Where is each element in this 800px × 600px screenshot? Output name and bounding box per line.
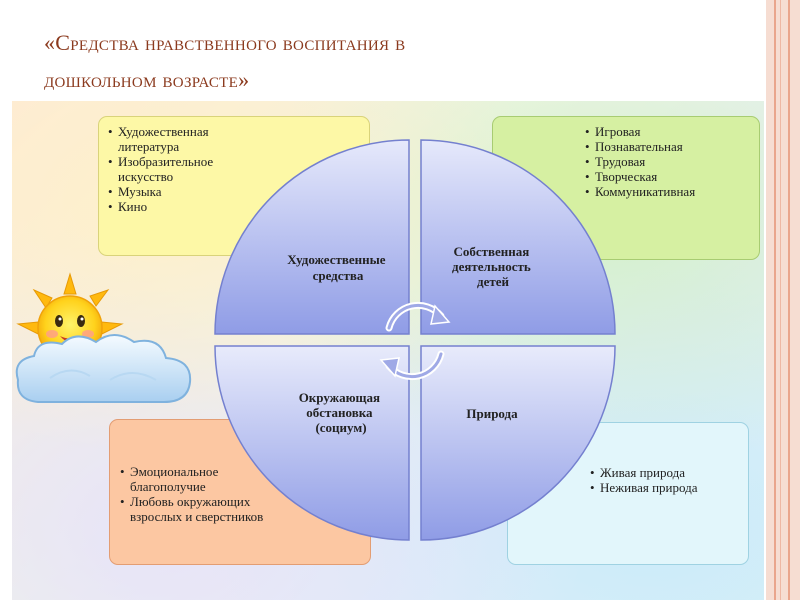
sun-cloud-illustration bbox=[15, 272, 192, 403]
central-cycle-diagram: Художественные средства Собственная деят… bbox=[214, 139, 616, 541]
slide-title-line-1: «Средства нравственного воспитания в bbox=[44, 30, 406, 55]
box-environment-list: Эмоциональное благополучие Любовь окружа… bbox=[120, 464, 280, 524]
list-item: Живая природа bbox=[590, 465, 748, 480]
border-line bbox=[780, 0, 781, 600]
list-item: Изобразительное искусство bbox=[108, 154, 248, 184]
quadrant-label-line: детей bbox=[477, 274, 510, 289]
quadrant-own-activity bbox=[420, 139, 616, 335]
quadrant-label-line: Окружающая bbox=[299, 390, 380, 405]
quadrant-label-own-activity: Собственная деятельность детей bbox=[452, 244, 534, 289]
list-item: Музыка bbox=[108, 184, 248, 199]
box-nature-list: Живая природа Неживая природа bbox=[590, 465, 748, 495]
quadrant-label-line: Природа bbox=[466, 406, 518, 421]
border-line bbox=[774, 0, 776, 600]
list-item: Любовь окружающих взрослых и сверстников bbox=[120, 494, 280, 524]
quadrant-label-environment: Окружающая обстановка (социум) bbox=[299, 390, 384, 435]
quadrant-label-line: обстановка bbox=[306, 405, 373, 420]
slide-title: «Средства нравственного воспитания в дош… bbox=[44, 24, 684, 98]
list-item: Коммуникативная bbox=[585, 184, 759, 199]
quadrant-environment bbox=[214, 345, 410, 541]
box-artistic-means-list: Художественная литература Изобразительно… bbox=[108, 124, 248, 214]
quadrant-artistic-means bbox=[214, 139, 410, 335]
list-item: Трудовая bbox=[585, 154, 759, 169]
quadrant-nature bbox=[420, 345, 616, 541]
quadrant-label-line: деятельность bbox=[452, 259, 531, 274]
list-item: Кино bbox=[108, 199, 248, 214]
quadrant-label-line: (социум) bbox=[315, 420, 366, 435]
quadrant-label-line: Художественные bbox=[287, 252, 386, 267]
cycle-arrows-icon bbox=[379, 301, 451, 381]
list-item: Эмоциональное благополучие bbox=[120, 464, 280, 494]
slide-right-border bbox=[766, 0, 800, 600]
list-item: Творческая bbox=[585, 169, 759, 184]
quadrant-label-line: Собственная bbox=[453, 244, 529, 259]
list-item: Игровая bbox=[585, 124, 759, 139]
list-item: Познавательная bbox=[585, 139, 759, 154]
quadrant-label-nature: Природа bbox=[466, 406, 518, 421]
border-line bbox=[788, 0, 790, 600]
cloud-icon bbox=[15, 334, 192, 403]
list-item: Художественная литература bbox=[108, 124, 248, 154]
quadrant-label-artistic-means: Художественные средства bbox=[287, 252, 389, 283]
quadrant-label-line: средства bbox=[313, 268, 364, 283]
slide-title-line-2: дошкольном возрасте» bbox=[44, 67, 250, 92]
list-item: Неживая природа bbox=[590, 480, 748, 495]
box-own-activity-list: Игровая Познавательная Трудовая Творческ… bbox=[585, 124, 759, 199]
